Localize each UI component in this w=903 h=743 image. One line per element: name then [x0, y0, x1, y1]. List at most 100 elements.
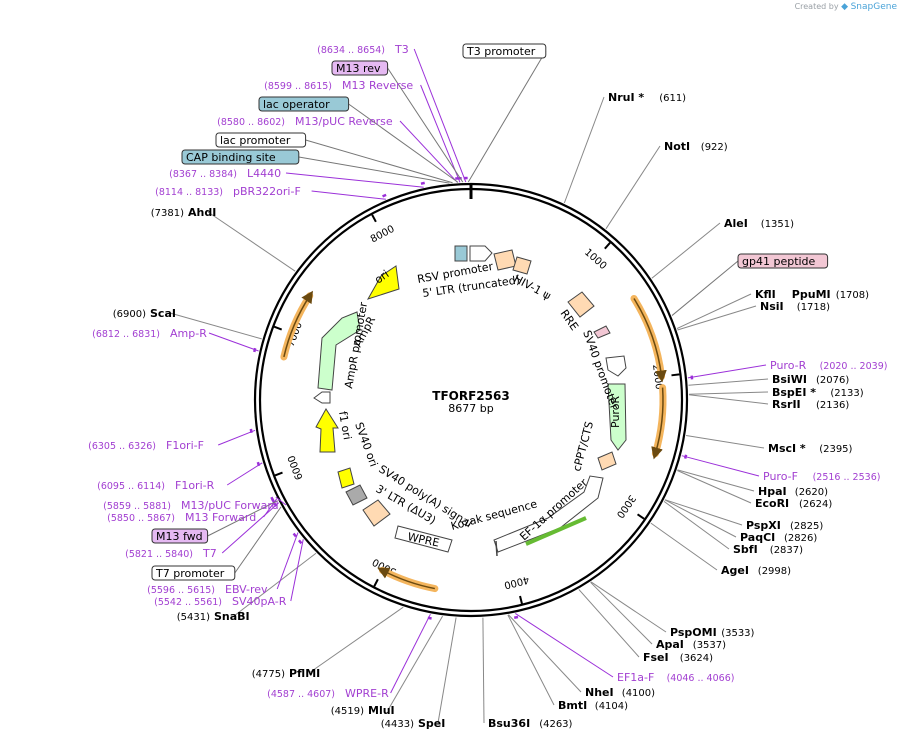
feature-label-cppt: cPPT/CTS [570, 420, 596, 473]
site-label-rsrii: RsrII(2136) [772, 398, 849, 411]
site-pos: (2620) [795, 487, 828, 498]
site-label-agei: AgeI(2998) [721, 564, 791, 577]
site-label-sbfi: SbfI(2837) [733, 543, 803, 556]
site-pos: (4433) [381, 719, 414, 730]
primer-binding-arc [379, 566, 439, 593]
plasmid-length: 8677 bp [448, 402, 493, 415]
box-text: T3 promoter [466, 45, 536, 58]
primer-label-ef1af: EF1a-F (4046 .. 4066) [617, 671, 734, 684]
callout-line [308, 606, 404, 674]
site-label-alei: AleI (1351) [724, 217, 794, 230]
callout-line [651, 222, 721, 279]
site-pos: (922) [701, 142, 728, 153]
callout-line [298, 156, 450, 184]
callout-line [311, 190, 386, 200]
site-name: PflMI [289, 667, 320, 680]
boxed-label-lacpromoter: lac promoter [215, 132, 307, 148]
callout-line [650, 522, 718, 571]
callout-line [218, 429, 256, 446]
label-box [181, 149, 300, 165]
primer-pos: (8634 .. 8654) [317, 45, 385, 56]
primer-label-puror: Puro-R(2020 .. 2039) [770, 359, 887, 372]
site-label-bspei: BspEI *(2133) [772, 386, 864, 399]
site-name: Bsu36I [488, 717, 530, 730]
sv40-polya-feature [345, 484, 368, 506]
primer-label-m13reverse: (8599 .. 8615)M13 Reverse [264, 79, 413, 92]
box-text: T7 promoter [155, 567, 225, 580]
site-pos: (4775) [252, 669, 285, 680]
primer-name: L4440 [247, 167, 281, 180]
ampr-feature [317, 311, 361, 391]
primer-label-f1orif: (6305 .. 6326)F1ori-F [88, 439, 204, 452]
site-label-nrui: NruI *(611) [608, 91, 686, 104]
primer-label-m13pucforward: (5859 .. 5881)M13/pUC Forward [103, 499, 279, 512]
primer-label-purof: Puro-F(2516 .. 2536) [763, 470, 880, 483]
site-name: NheI [585, 686, 614, 699]
ltr5-feature [493, 249, 517, 271]
boxed-label-m13fwd: M13 fwd [151, 528, 209, 544]
site-name: ScaI [150, 307, 176, 320]
feature-label-wpre: WPRE [406, 530, 440, 549]
site-label-noti: NotI (922) [664, 140, 728, 153]
primer-binding-arc [630, 294, 666, 381]
ruler-label: 1000 [582, 247, 608, 272]
site-pos: (5431) [177, 612, 210, 623]
site-name: PaqCI [740, 531, 775, 544]
puror-feature [607, 383, 627, 451]
primer-pos: (4046 .. 4066) [667, 673, 735, 684]
primer-pos: (5859 .. 5881) [103, 501, 171, 512]
callout-line [437, 617, 457, 724]
site-name: RsrII [772, 398, 801, 411]
callout-line [233, 552, 317, 617]
site-label-spei: (4433)SpeI [381, 717, 446, 730]
feature-label-sv40ori: SV40 ori [352, 421, 380, 469]
site-pos: (1351) [761, 219, 794, 230]
callout-line [399, 120, 458, 183]
kozak-line [495, 540, 498, 557]
primer-label-ampr: (6812 .. 6831)Amp-R [92, 327, 207, 340]
primer-binding-arrow [651, 387, 664, 460]
site-pos: (4263) [539, 719, 572, 730]
callout-line [676, 293, 752, 329]
primer-binding-arrow [377, 567, 436, 590]
primer-name: M13 Reverse [342, 79, 413, 92]
primer-label-wprer: (4587 .. 4607)WPRE-R [267, 687, 389, 700]
watermark-brand: SnapGene [850, 2, 897, 12]
callout-line [686, 434, 765, 449]
primer-name: EBV-rev [225, 583, 268, 596]
primer-mark [292, 532, 297, 538]
ruler-label: 8000 [369, 224, 397, 246]
label-box [151, 565, 236, 581]
ruler-label: 4000 [503, 573, 530, 590]
boxed-label-gp41peptide: gp41 peptide [737, 253, 829, 269]
rsv-promoter-feature [469, 245, 493, 262]
gp41-feature [593, 325, 611, 339]
primer-pos: (5596 .. 5615) [147, 585, 215, 596]
site-name: KflI [755, 288, 776, 301]
site-pos: (2826) [784, 533, 817, 544]
box-text: lac operator [263, 98, 330, 111]
site-label-hpai: HpaI (2620) [758, 485, 828, 498]
site-pos: (2133) [830, 388, 863, 399]
primer-name: Puro-F [763, 470, 798, 483]
site-name: AleI [724, 217, 748, 230]
cppt-feature [597, 451, 617, 471]
site-name: AgeI [721, 564, 749, 577]
primer-name: EF1a-F [617, 671, 654, 684]
callout-line [208, 332, 259, 352]
primer-pos: (8114 .. 8133) [155, 187, 223, 198]
callout-line [305, 139, 453, 184]
callout-line [507, 614, 555, 706]
site-name: NotI [664, 140, 690, 153]
site-name: HpaI [758, 485, 787, 498]
callout-line [688, 391, 769, 395]
f1-ori-feature [315, 408, 339, 453]
primer-name: T7 [202, 547, 217, 560]
site-label-bsu36i: Bsu36I (4263) [488, 717, 573, 730]
callout-line [671, 260, 739, 316]
callout-line [348, 103, 459, 183]
site-label-pspxi: PspXI(2825) [746, 519, 823, 532]
site-label-bmti: BmtI(4104) [558, 699, 628, 712]
ltr3-feature [362, 499, 391, 527]
